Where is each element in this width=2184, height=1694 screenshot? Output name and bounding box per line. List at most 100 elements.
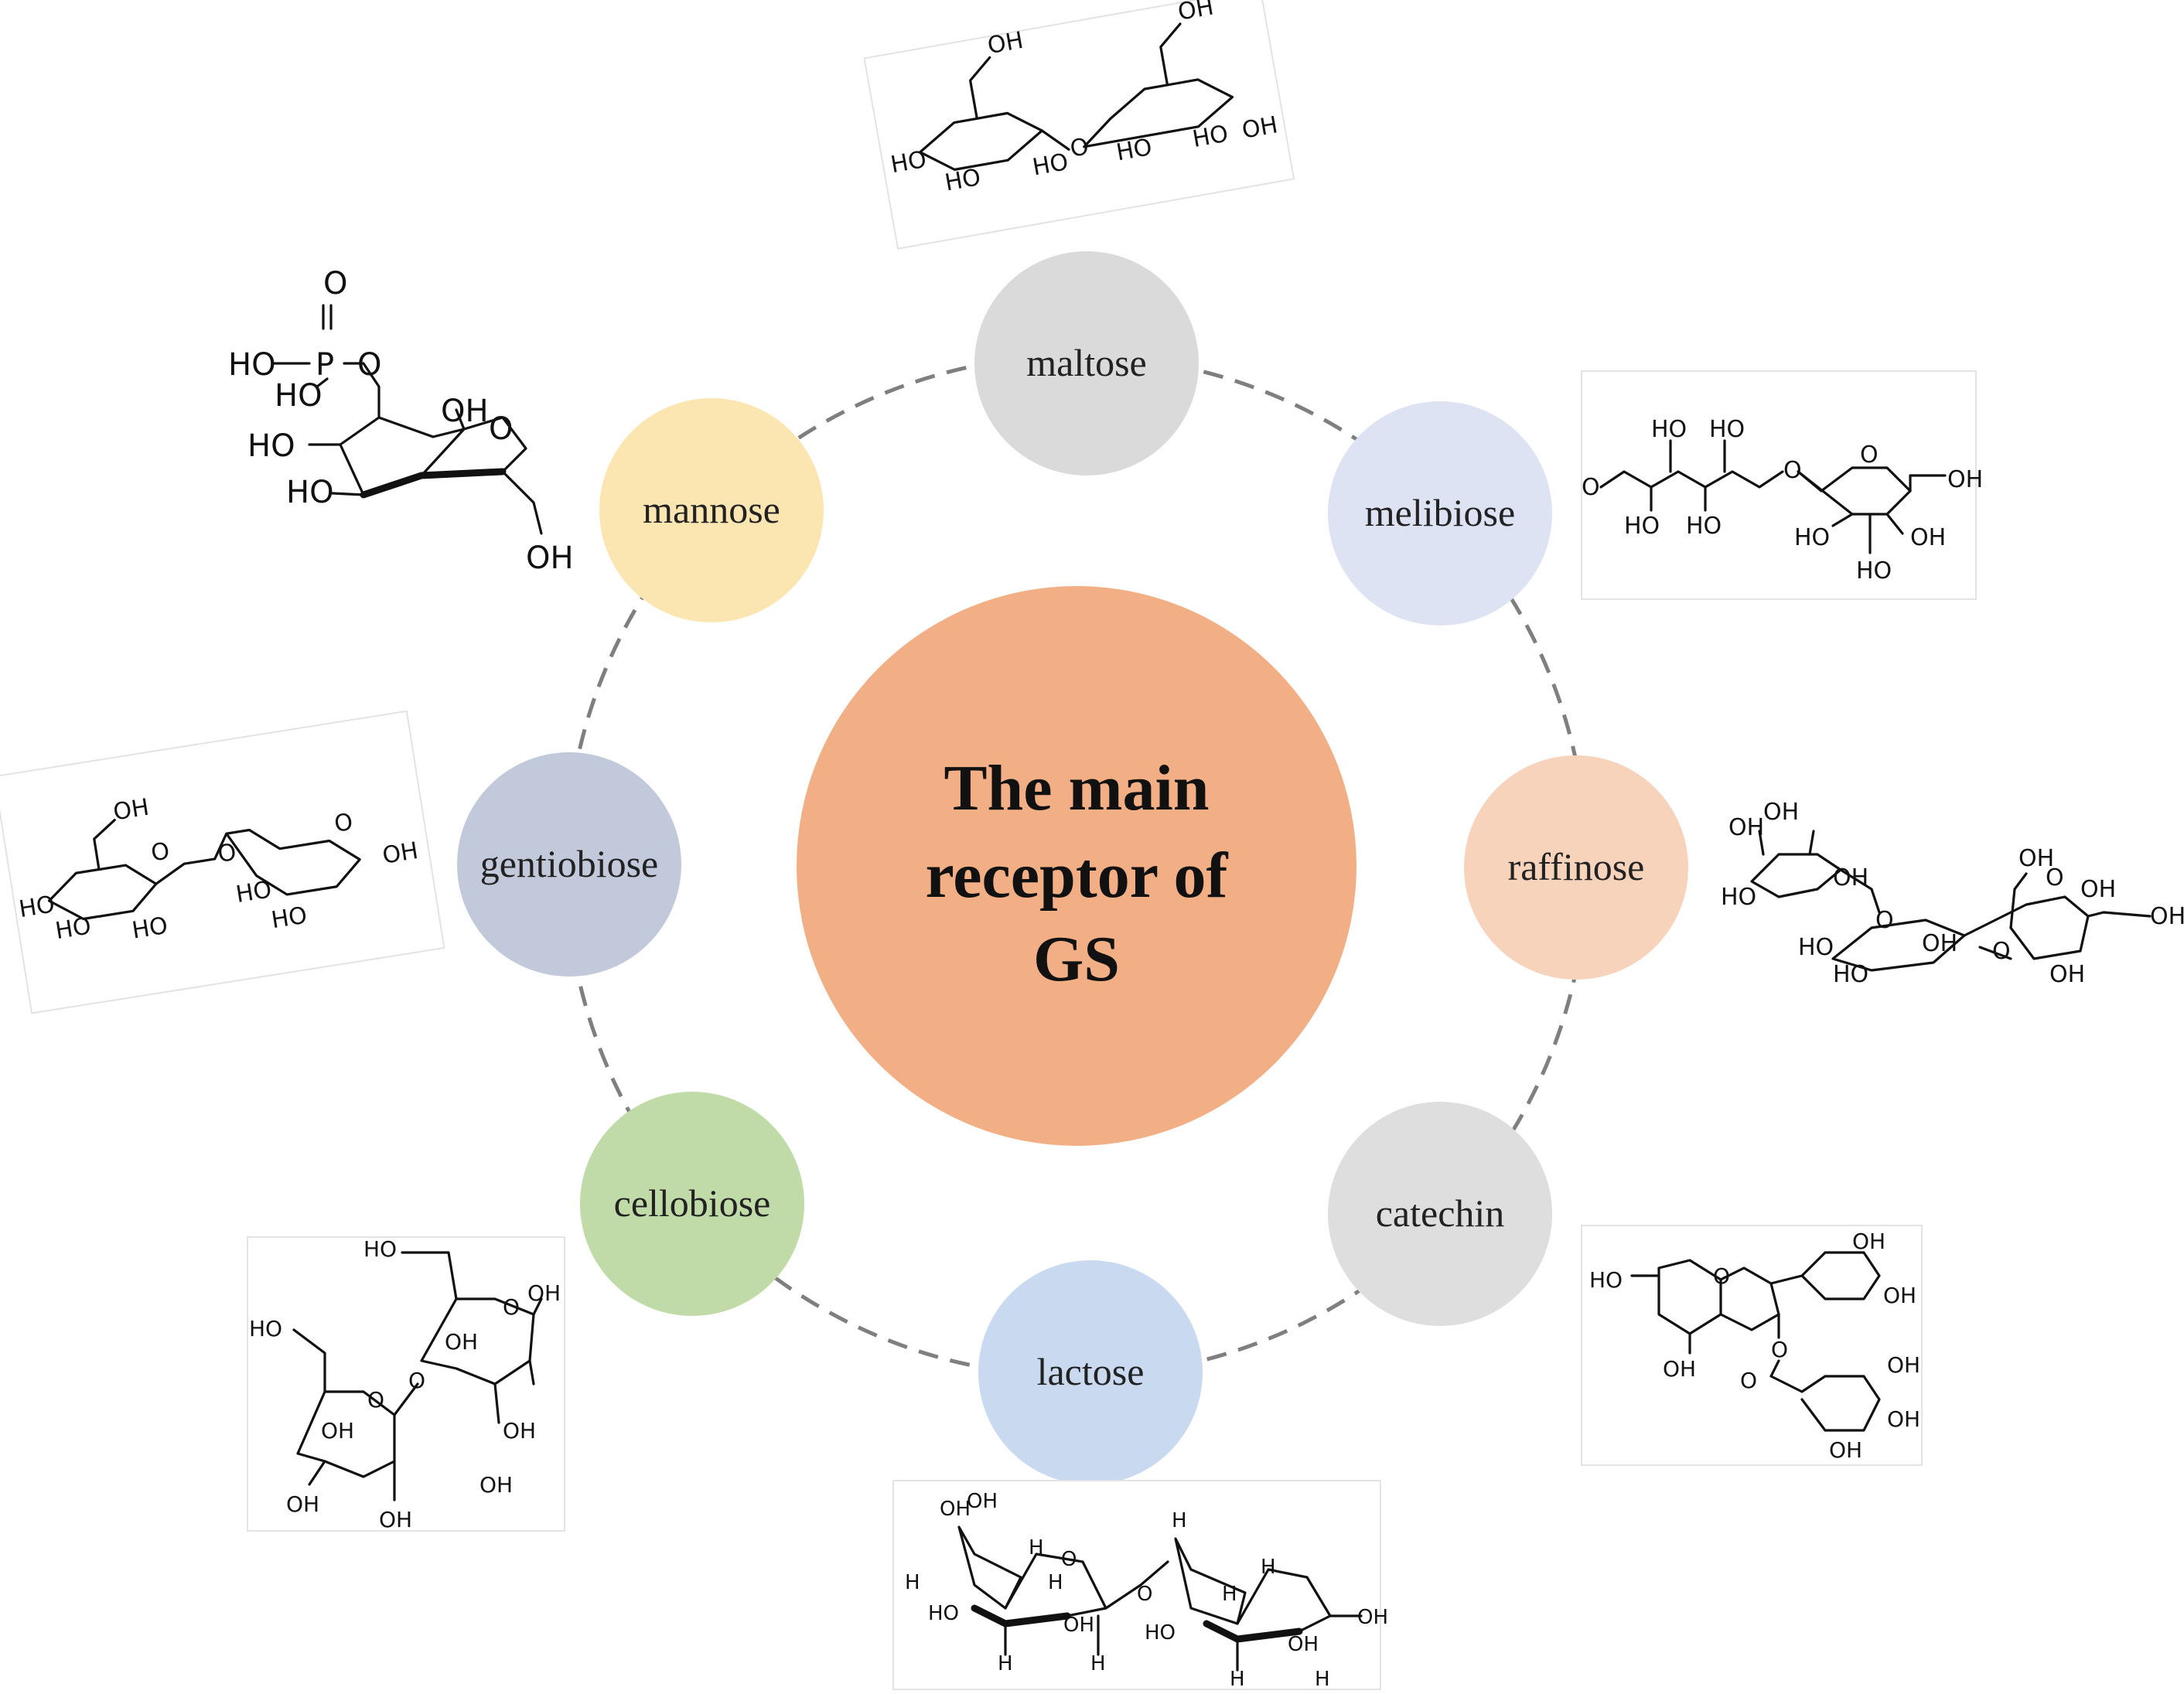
cellobiose-atom-4: OH	[445, 1329, 478, 1355]
gentiobiose-atom-6: HO	[17, 891, 56, 923]
lactose-atom-5: H	[1029, 1536, 1044, 1559]
raffinose-atom-10: HO	[1833, 961, 1868, 988]
raffinose-atom-5: O	[1875, 907, 1894, 934]
raffinose-atom-12: O	[1992, 938, 2011, 965]
melibiose-atom-7: O	[1860, 441, 1879, 469]
mannose-atom-8: O	[489, 411, 513, 447]
catechin-atom-5: OH	[1663, 1356, 1696, 1382]
lactose-atom-1: OH	[940, 1498, 971, 1521]
catechin-atom-7: O	[1740, 1368, 1757, 1393]
cellobiose-atom-12: OH	[479, 1472, 513, 1498]
melibiose-atom-3: O	[1582, 474, 1600, 501]
melibiose-atom-5: HO	[1686, 513, 1722, 540]
raffinose-atom-9: HO	[1798, 934, 1834, 961]
lactose-atom-9: HO	[928, 1602, 959, 1625]
mannose-atom-3: HO	[228, 347, 276, 383]
melibiose-atom-6: O	[1783, 457, 1802, 484]
raffinose-atom-1: OH	[1728, 814, 1764, 841]
gentiobiose-atom-5: OH	[380, 837, 420, 870]
lactose-atom-6: H	[1048, 1571, 1063, 1594]
center-node: The main receptor of GS	[797, 586, 1356, 1146]
melibiose-atom-2: HO	[1709, 416, 1745, 443]
lactose-atom-19: H	[1315, 1668, 1330, 1691]
node-raffinose: raffinose	[1464, 755, 1688, 980]
raffinose-atom-7: O	[2046, 864, 2064, 891]
lactose-atom-3: H	[905, 1571, 920, 1594]
maltose-atom-3: HO	[889, 146, 929, 179]
lactose-atom-7: H	[998, 1652, 1013, 1675]
cellobiose-atom-11: OH	[379, 1507, 412, 1532]
lactose-atom-15: HO	[1145, 1621, 1176, 1645]
gentiobiose-atom-9: HO	[234, 876, 274, 908]
raffinose-atom-4: OH	[1833, 864, 1868, 891]
cellobiose-atom-6: O	[367, 1387, 384, 1413]
raffinose-atom-2: OH	[1763, 799, 1799, 826]
center-title-line-1: The main	[944, 752, 1209, 824]
node-mannose-label: mannose	[643, 488, 780, 531]
cellobiose-atom-5: HO	[249, 1316, 282, 1341]
gentiobiose-structure: OH O O O OH HO HO HO HO HO	[0, 710, 445, 1014]
mannose-atom-10: OH	[526, 540, 574, 576]
mannose-atom-5: O	[357, 347, 381, 383]
melibiose-atom-10: OH	[1910, 524, 1946, 551]
cellobiose-atom-2: O	[503, 1294, 520, 1320]
melibiose-atom-4: HO	[1624, 513, 1660, 540]
gentiobiose-atom-4: O	[333, 809, 355, 838]
node-gentiobiose-label: gentiobiose	[480, 842, 659, 885]
catechin-atom-2: HO	[1589, 1267, 1623, 1293]
lactose-atom-13: H	[1222, 1583, 1237, 1606]
lactose-atom-10: OH	[1063, 1614, 1094, 1637]
raffinose-atom-6: OH	[2018, 845, 2054, 872]
center-title-line-3: GS	[1033, 923, 1120, 995]
mannose-atom-7: OH	[441, 394, 489, 429]
lactose-atom-12: H	[1172, 1509, 1187, 1532]
cellobiose-atom-9: OH	[321, 1418, 354, 1443]
lactose-atom-11: H	[1090, 1652, 1106, 1675]
node-lactose: lactose	[978, 1260, 1203, 1484]
gentiobiose-atom-3: O	[216, 839, 238, 868]
lactose-atom-8: O	[1137, 1583, 1152, 1606]
node-raffinose-label: raffinose	[1508, 845, 1645, 888]
node-cellobiose-label: cellobiose	[614, 1181, 771, 1225]
catechin-atom-10: OH	[1829, 1437, 1862, 1463]
node-cellobiose: cellobiose	[580, 1092, 804, 1316]
node-mannose: mannose	[599, 398, 824, 622]
gentiobiose-atom-7: HO	[53, 912, 93, 945]
melibiose-atom-8: OH	[1947, 466, 1983, 493]
mannose-atom-9: HO	[286, 475, 334, 510]
cellobiose-atom-7: O	[408, 1368, 425, 1393]
maltose-atom-5: HO	[1030, 148, 1070, 181]
raffinose-atom-11: OH	[1922, 930, 1957, 957]
catechin-atom-6: O	[1771, 1337, 1788, 1362]
gentiobiose-atom-2: O	[149, 837, 172, 867]
melibiose-structure: HO HO O HO HO O O OH HO OH HO	[1581, 370, 1983, 600]
mannose-atom-1: O	[323, 266, 347, 302]
catechin-atom-3: O	[1713, 1263, 1730, 1289]
melibiose-atom-11: HO	[1856, 557, 1892, 585]
melibiose-atom-9: HO	[1794, 524, 1830, 551]
catechin-atom-4: OH	[1883, 1283, 1916, 1308]
melibiose-atom-1: HO	[1651, 416, 1687, 443]
lactose-atom-18: H	[1230, 1668, 1245, 1691]
gentiobiose-atom-1: OH	[111, 794, 151, 827]
node-melibiose: melibiose	[1328, 401, 1552, 625]
catechin-atom-9: OH	[1887, 1406, 1920, 1432]
maltose-atom-1: OH	[985, 27, 1025, 60]
raffinose-structure: OH OH HO OH O OH O OH HO HO OH O OH OH	[1721, 799, 2184, 988]
raffinose-atom-13: OH	[2049, 961, 2085, 988]
lactose-atom-14: H	[1261, 1556, 1276, 1579]
raffinose-atom-14: OH	[2150, 903, 2184, 930]
node-melibiose-label: melibiose	[1365, 491, 1515, 534]
maltose-atom-4: HO	[943, 164, 983, 196]
maltose-atom-8: HO	[1190, 121, 1230, 153]
maltose-atom-7: HO	[1114, 134, 1155, 166]
node-catechin: catechin	[1328, 1102, 1552, 1326]
lactose-atom-16: OH	[1288, 1633, 1319, 1656]
maltose-atom-9: OH	[1240, 111, 1280, 144]
cellobiose-atom-10: OH	[286, 1491, 319, 1517]
center-title-line-2: receptor of	[925, 840, 1228, 912]
mannose-atom-6: HO	[247, 428, 295, 464]
mannose-atom-2: P	[316, 347, 334, 383]
raffinose-atom-8: OH	[2080, 876, 2116, 903]
